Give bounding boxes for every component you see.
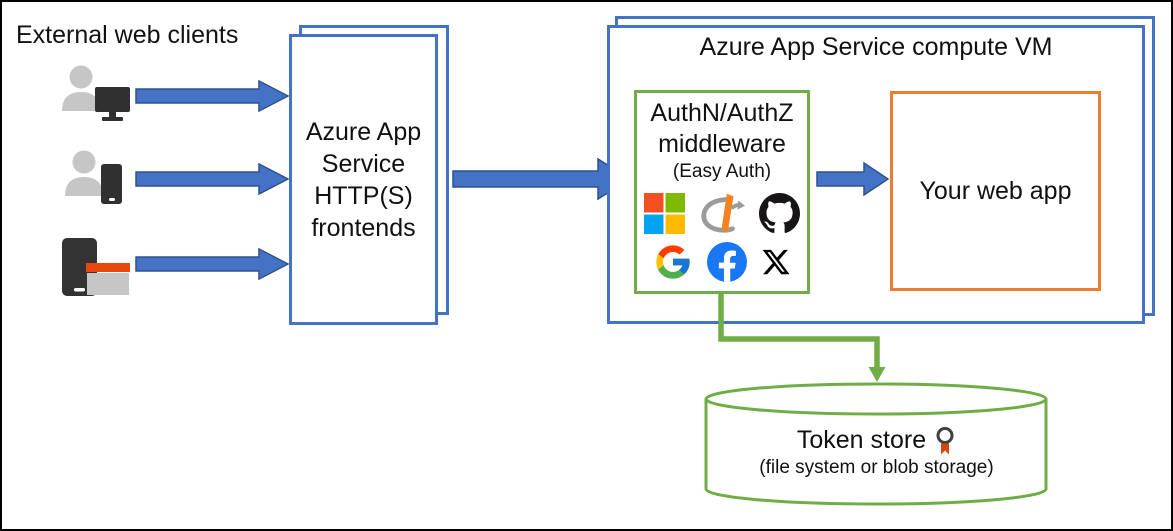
middleware-subtitle: (Easy Auth) xyxy=(672,161,772,182)
token-store-cylinder xyxy=(704,382,1048,506)
compute-vm-title: Azure App Service compute VM xyxy=(699,33,1053,61)
web-app-label: Your web app xyxy=(919,176,1072,205)
middleware-content: AuthN/AuthZ middleware (Easy Auth) xyxy=(634,98,810,282)
provider-row-2 xyxy=(634,242,810,282)
arrow-middleware-to-webapp xyxy=(816,161,890,197)
github-icon xyxy=(759,192,800,233)
token-store-content: Token store (file system or blob storage… xyxy=(705,425,1048,480)
arrow-frontends-to-vm xyxy=(452,157,632,201)
kiosk-app-icon xyxy=(62,238,130,296)
provider-row-1 xyxy=(634,192,810,234)
mobile-user-icon xyxy=(65,150,122,204)
token-store-title: Token store xyxy=(796,426,927,454)
microsoft-icon xyxy=(644,192,685,234)
openid-connect-icon xyxy=(701,193,745,233)
external-clients-label: External web clients xyxy=(16,21,239,49)
facebook-icon xyxy=(707,242,747,282)
arrow-client3-to-frontends xyxy=(135,247,290,281)
desktop-user-icon xyxy=(62,65,130,121)
x-twitter-icon xyxy=(762,249,790,275)
middleware-title: AuthN/AuthZ middleware xyxy=(650,99,794,158)
arrow-client1-to-frontends xyxy=(135,79,290,113)
token-store-subtitle: (file system or blob storage) xyxy=(759,457,994,478)
frontends-label: Azure App Service HTTP(S) frontends xyxy=(305,117,422,242)
arrow-client2-to-frontends xyxy=(135,162,290,196)
web-app-box: Your web app xyxy=(890,91,1101,291)
connector-middleware-to-tokenstore xyxy=(718,291,886,382)
frontends-box: Azure App Service HTTP(S) frontends xyxy=(289,34,438,325)
token-badge-icon xyxy=(936,426,954,454)
google-icon xyxy=(656,245,690,279)
